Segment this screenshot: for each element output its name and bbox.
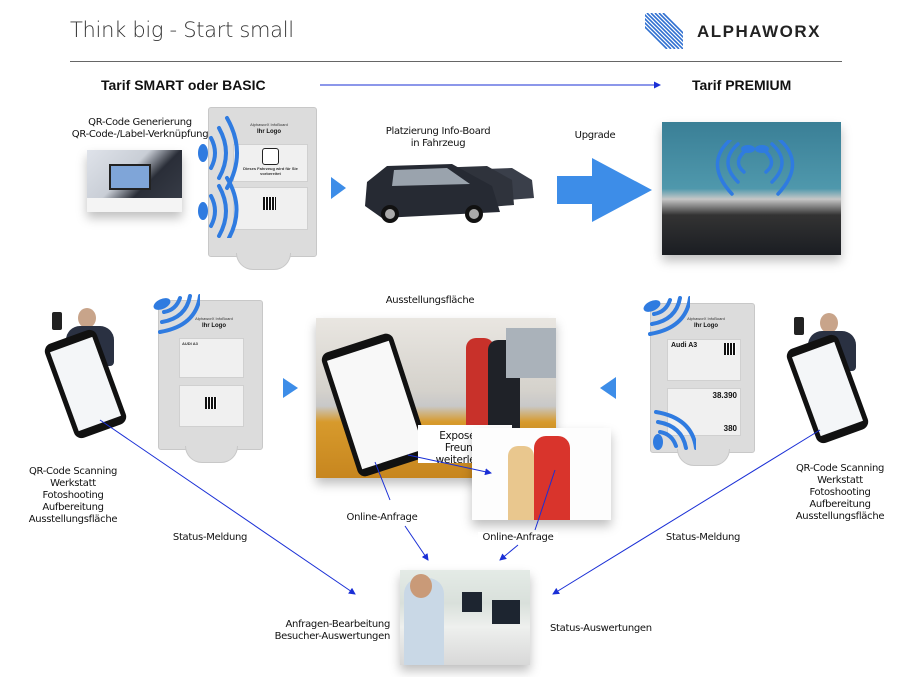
page-title: Think big - Start small — [70, 18, 294, 42]
qr-code-icon — [724, 343, 736, 355]
info-board-left: AlphaworX InfoBoard Ihr Logo AUDI A3 — [158, 300, 263, 463]
mechanic-with-phone-photo — [42, 300, 129, 441]
tariff-smart-basic: Tarif SMART oder BASIC — [101, 77, 266, 93]
label-online-request-1: Online-Anfrage — [342, 512, 422, 524]
board-vehicle-card: AUDI A3 — [179, 338, 244, 378]
friends-sharing-photo — [472, 428, 611, 520]
label-upgrade: Upgrade — [574, 130, 616, 141]
label-line: Besucher-Auswertungen — [274, 631, 391, 642]
mechanic-with-phone-photo — [784, 305, 871, 446]
flow-arrow-right-icon — [331, 177, 346, 199]
tariff-premium: Tarif PREMIUM — [692, 77, 792, 93]
vehicle-model: AUDI A3 — [182, 341, 198, 346]
upgrade-arrow-icon — [557, 158, 652, 222]
label-status-left: Status-Meldung — [172, 532, 248, 543]
wireless-signal-icon — [198, 116, 239, 238]
label-line: Ausstellungsfläche — [795, 511, 885, 522]
board-brand: AlphaworX InfoBoard — [195, 316, 233, 321]
label-status-eval: Status-Auswertungen — [550, 623, 652, 634]
label-line: Fotoshooting — [809, 487, 871, 498]
person-head — [820, 313, 838, 333]
online-request-2-arrow — [499, 544, 519, 561]
label-status-right: Status-Meldung — [665, 532, 741, 543]
board-logo: Ihr Logo — [257, 129, 281, 135]
status-left-arrow — [99, 419, 356, 595]
label-placement: Platzierung Info-Board in Fahrzeug — [383, 126, 493, 150]
agent-head — [410, 574, 432, 598]
header-divider — [70, 61, 842, 62]
building — [506, 328, 556, 378]
vehicle-rate: 380 — [723, 424, 737, 433]
alphaworx-logo-icon — [645, 13, 683, 49]
call-center-photo — [400, 570, 530, 665]
qr-code-icon — [205, 397, 217, 409]
label-line: QR-Code Generierung — [88, 117, 192, 128]
board-qr-card — [179, 385, 244, 427]
cars-photo — [362, 160, 537, 225]
label-line: QR-Code Scanning — [28, 466, 118, 477]
label-line: Ausstellungsfläche — [28, 514, 118, 525]
small-phone-icon — [794, 317, 804, 335]
label-online-request-2: Online-Anfrage — [478, 532, 558, 544]
vehicle-model: Audi A3 — [671, 342, 698, 349]
flow-arrow-left-icon — [600, 377, 616, 399]
label-line: Werkstatt — [817, 475, 863, 486]
logo-text: ALPHAWORX — [697, 22, 821, 41]
monitor — [462, 592, 482, 612]
label-exhibition: Ausstellungsfläche — [385, 295, 475, 306]
label-scanning-left: QR-Code Scanning Werkstatt Fotoshooting … — [28, 466, 118, 526]
board-vehicle-card: Audi A3 — [667, 339, 741, 381]
woman-yellow-shirt — [508, 446, 534, 520]
board-brand: AlphaworX InfoBoard — [687, 316, 725, 321]
car-search-icon — [262, 148, 279, 165]
label-line: Platzierung Info-Board — [385, 126, 491, 137]
online-request-1-arrow — [374, 461, 391, 501]
wireless-signal-icon — [715, 140, 795, 196]
flow-arrow-right-icon — [283, 378, 298, 398]
label-line: QR-Code-/Label-Verknüpfung — [71, 129, 209, 140]
label-line: QR-Code Scanning — [795, 463, 885, 474]
label-processing: Anfragen-Bearbeitung Besucher-Auswertung… — [250, 619, 391, 643]
person-head — [78, 308, 96, 328]
wireless-signal-icon — [153, 294, 200, 334]
board-brand: AlphaworX InfoBoard — [250, 122, 288, 127]
online-request-1-arrow — [404, 525, 429, 561]
office-worker-photo — [87, 150, 182, 212]
label-scanning-right: QR-Code Scanning Werkstatt Fotoshooting … — [795, 463, 885, 523]
label-line: Werkstatt — [50, 478, 96, 489]
wireless-signal-icon — [653, 410, 696, 450]
label-line: Anfragen-Bearbeitung — [285, 619, 390, 630]
status-right-arrow — [552, 429, 821, 595]
label-line: Aufbereitung — [42, 502, 104, 513]
board-notice-card: Dieses Fahrzeug wird für Sie vorbereitet — [233, 144, 308, 182]
board-notice-text: Dieses Fahrzeug wird für Sie vorbereitet — [243, 166, 298, 176]
share-expose-arrow — [407, 454, 492, 476]
small-phone-icon — [52, 312, 62, 330]
label-line: in Fahrzeug — [410, 138, 466, 149]
label-line: Aufbereitung — [809, 499, 871, 510]
board-price-card: 38.390 380 — [667, 388, 741, 436]
premium-parking-lot-photo — [662, 122, 841, 255]
board-qr-card — [233, 187, 308, 230]
online-request-2-arrow — [534, 469, 556, 531]
label-line: Fotoshooting — [42, 490, 104, 501]
board-logo: Ihr Logo — [202, 323, 226, 329]
board-logo: Ihr Logo — [694, 323, 718, 329]
wireless-signal-icon — [643, 296, 690, 336]
info-board-top: AlphaworX InfoBoard Ihr Logo Dieses Fahr… — [208, 107, 317, 270]
vehicle-price: 38.390 — [712, 391, 737, 400]
monitor — [492, 600, 520, 624]
label-qr-generation: QR-Code Generierung QR-Code-/Label-Verkn… — [70, 117, 210, 141]
qr-code-icon — [263, 197, 276, 210]
